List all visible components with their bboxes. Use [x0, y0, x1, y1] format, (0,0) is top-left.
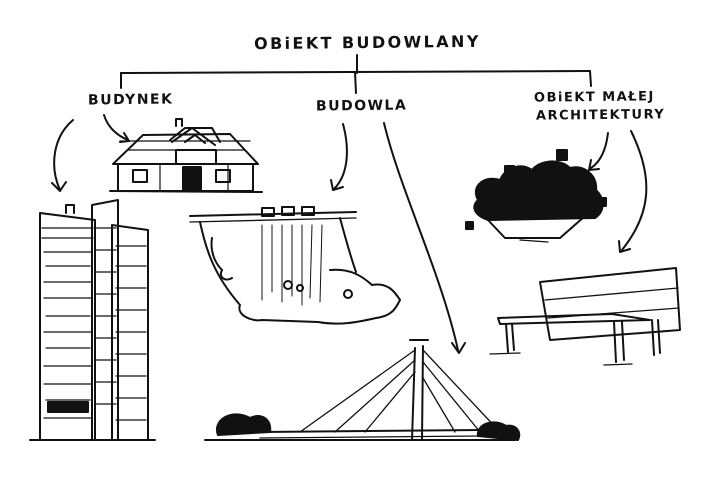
category-budowla-label: BUDOWLA: [315, 97, 408, 115]
arrow-budowla-dam: [331, 124, 347, 190]
arrow-mala-bench: [619, 131, 646, 252]
dam-waterfall-icon: [190, 207, 400, 324]
cable-bridge-icon: [205, 340, 519, 440]
arrow-budynek-house: [104, 115, 129, 142]
arrow-budowla-bridge: [384, 123, 465, 353]
bench-icon: [490, 268, 680, 365]
tower-building-icon: [30, 200, 155, 440]
house-icon: [110, 119, 262, 192]
arrow-mala-planter: [589, 133, 608, 170]
hierarchy-lines: [121, 55, 591, 93]
category-budynek-label: BUDYNEK: [87, 91, 174, 109]
category-mala-architektura-label-line1: OBiEKT MAŁEJ: [533, 89, 655, 106]
root-label: OBiEKT BUDOWLANY: [253, 31, 481, 54]
planter-icon: [466, 150, 606, 242]
arrow-budynek-tower: [52, 120, 73, 191]
category-mala-architektura-label-line2: ARCHITEKTURY: [535, 107, 666, 124]
